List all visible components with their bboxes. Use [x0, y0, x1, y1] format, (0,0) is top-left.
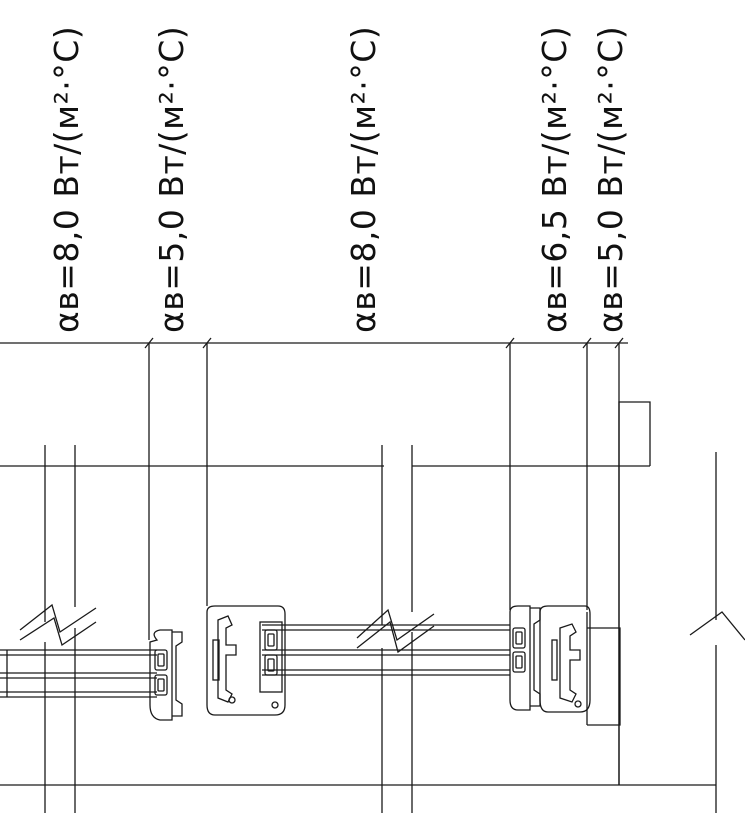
frame-profile-right: [539, 605, 591, 713]
break-column-right: [689, 452, 745, 813]
break-column-left: [19, 445, 97, 813]
glazing-unit-left: [0, 649, 157, 698]
sash-profile-right: [509, 605, 541, 711]
frame-profile-middle: [206, 605, 286, 716]
break-column-middle: [356, 445, 435, 813]
sash-profile-left: [149, 629, 183, 721]
leader-lines: [148, 343, 620, 785]
wall-step-profile: [618, 401, 651, 785]
wall-reveal-box: [587, 627, 621, 726]
glazing-unit-middle: [262, 624, 510, 676]
